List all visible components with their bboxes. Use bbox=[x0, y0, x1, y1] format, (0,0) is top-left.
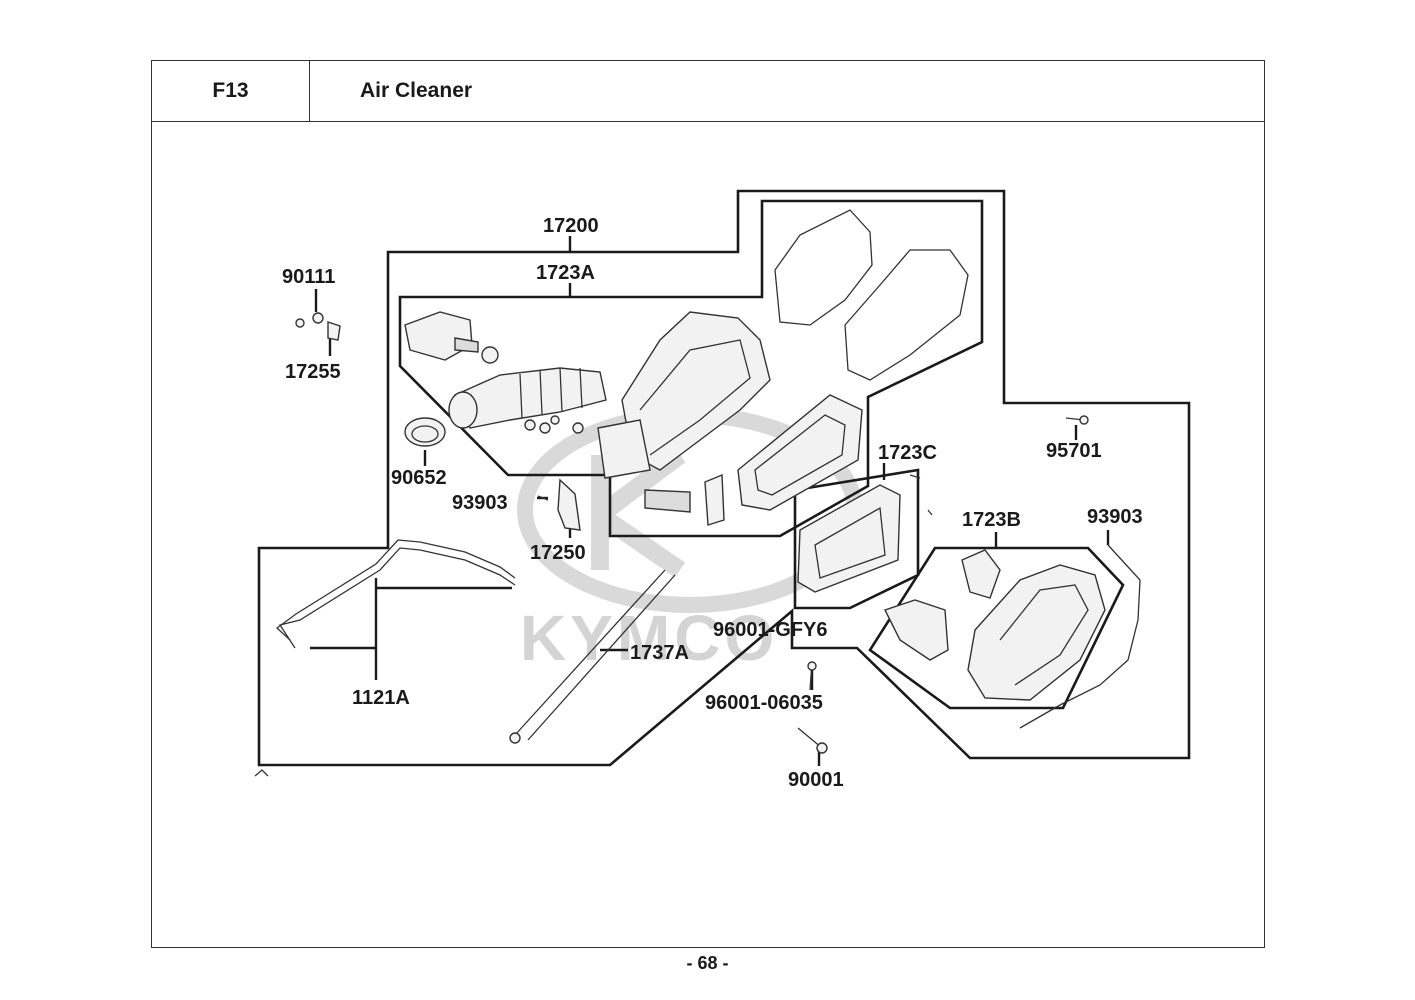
clip-small-part bbox=[254, 769, 269, 777]
group-outline-1723B bbox=[868, 546, 1125, 710]
part-label-17250: 17250 bbox=[530, 542, 586, 564]
hose-1121A-part bbox=[275, 539, 516, 649]
part-label-90111: 90111 bbox=[282, 266, 335, 288]
part-label-1121A: 1121A bbox=[352, 687, 410, 709]
case-1723B-part bbox=[884, 549, 1106, 701]
bracket-17255-part bbox=[295, 312, 341, 341]
section-code: F13 bbox=[212, 79, 249, 102]
part-label-93903-right: 93903 bbox=[1087, 506, 1143, 528]
air-cleaner-case-part bbox=[597, 311, 771, 479]
intake-duct-part bbox=[448, 367, 607, 429]
page-number: - 68 - bbox=[686, 953, 729, 973]
part-label-95701: 95701 bbox=[1046, 440, 1102, 462]
part-label-96001-06035: 96001-06035 bbox=[705, 692, 823, 714]
silencer-box-part bbox=[404, 311, 499, 364]
part-label-1723B: 1723B bbox=[962, 509, 1021, 531]
gaskets-part bbox=[774, 209, 969, 381]
part-label-93903-left: 93903 bbox=[452, 492, 508, 514]
part-label-96001-GFY6: 96001-GFY6 bbox=[713, 619, 828, 641]
clamp-90652-part bbox=[404, 417, 446, 447]
part-label-1723A: 1723A bbox=[536, 262, 595, 284]
part-label-90652: 90652 bbox=[391, 467, 447, 489]
section-title: Air Cleaner bbox=[360, 79, 473, 102]
bolt-95701-part bbox=[1065, 415, 1089, 425]
cover-1723C-part bbox=[797, 474, 933, 593]
group-outline-17200 bbox=[257, 189, 1191, 767]
part-label-17200: 17200 bbox=[543, 215, 599, 237]
part-label-1737A: 1737A bbox=[630, 642, 689, 664]
part-label-90001: 90001 bbox=[788, 769, 844, 791]
diagram-frame bbox=[151, 121, 1265, 948]
screws-93903-right-part bbox=[1019, 544, 1141, 729]
part-label-17255: 17255 bbox=[285, 361, 341, 383]
bolt-90001-part bbox=[797, 727, 828, 754]
tube-1737A-part bbox=[509, 569, 676, 744]
part-label-1723C: 1723C bbox=[878, 442, 937, 464]
group-outline-1723A bbox=[398, 199, 984, 538]
group-outline-1723C bbox=[793, 468, 920, 610]
filter-element-parts bbox=[644, 473, 725, 526]
element-cover-part bbox=[737, 394, 863, 511]
small-fittings bbox=[524, 415, 584, 531]
section-title-box bbox=[309, 60, 1265, 122]
bolt-96001-06035-part bbox=[807, 661, 817, 691]
